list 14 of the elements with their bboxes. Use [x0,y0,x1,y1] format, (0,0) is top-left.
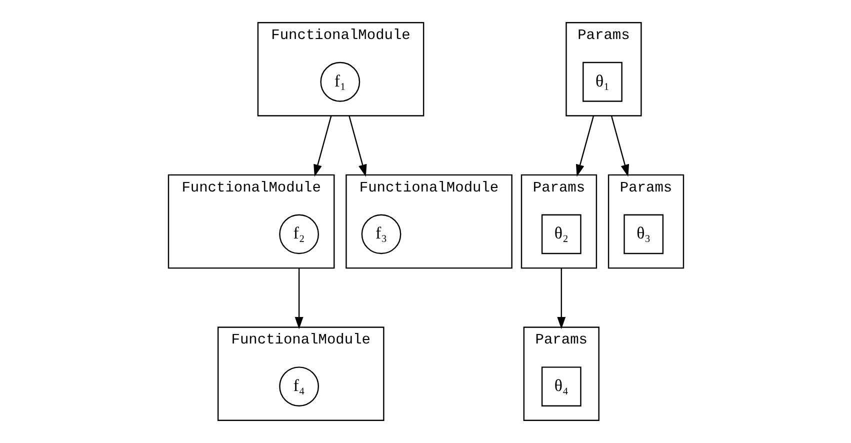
arrow [575,116,594,177]
arrow [610,116,629,177]
node-box: θ₁ [582,62,622,102]
node-box: θ₄ [540,366,581,406]
node-circle: f₂ [278,214,319,254]
arrow [556,268,566,330]
arrow [294,268,303,330]
node-box: θ₃ [623,214,664,254]
node-circle: f₃ [360,214,401,254]
node-circle: f₄ [278,366,319,406]
node-circle: f₁ [320,62,360,102]
arrow [313,116,332,177]
node-box: θ₂ [540,214,581,254]
arrow [348,116,366,177]
